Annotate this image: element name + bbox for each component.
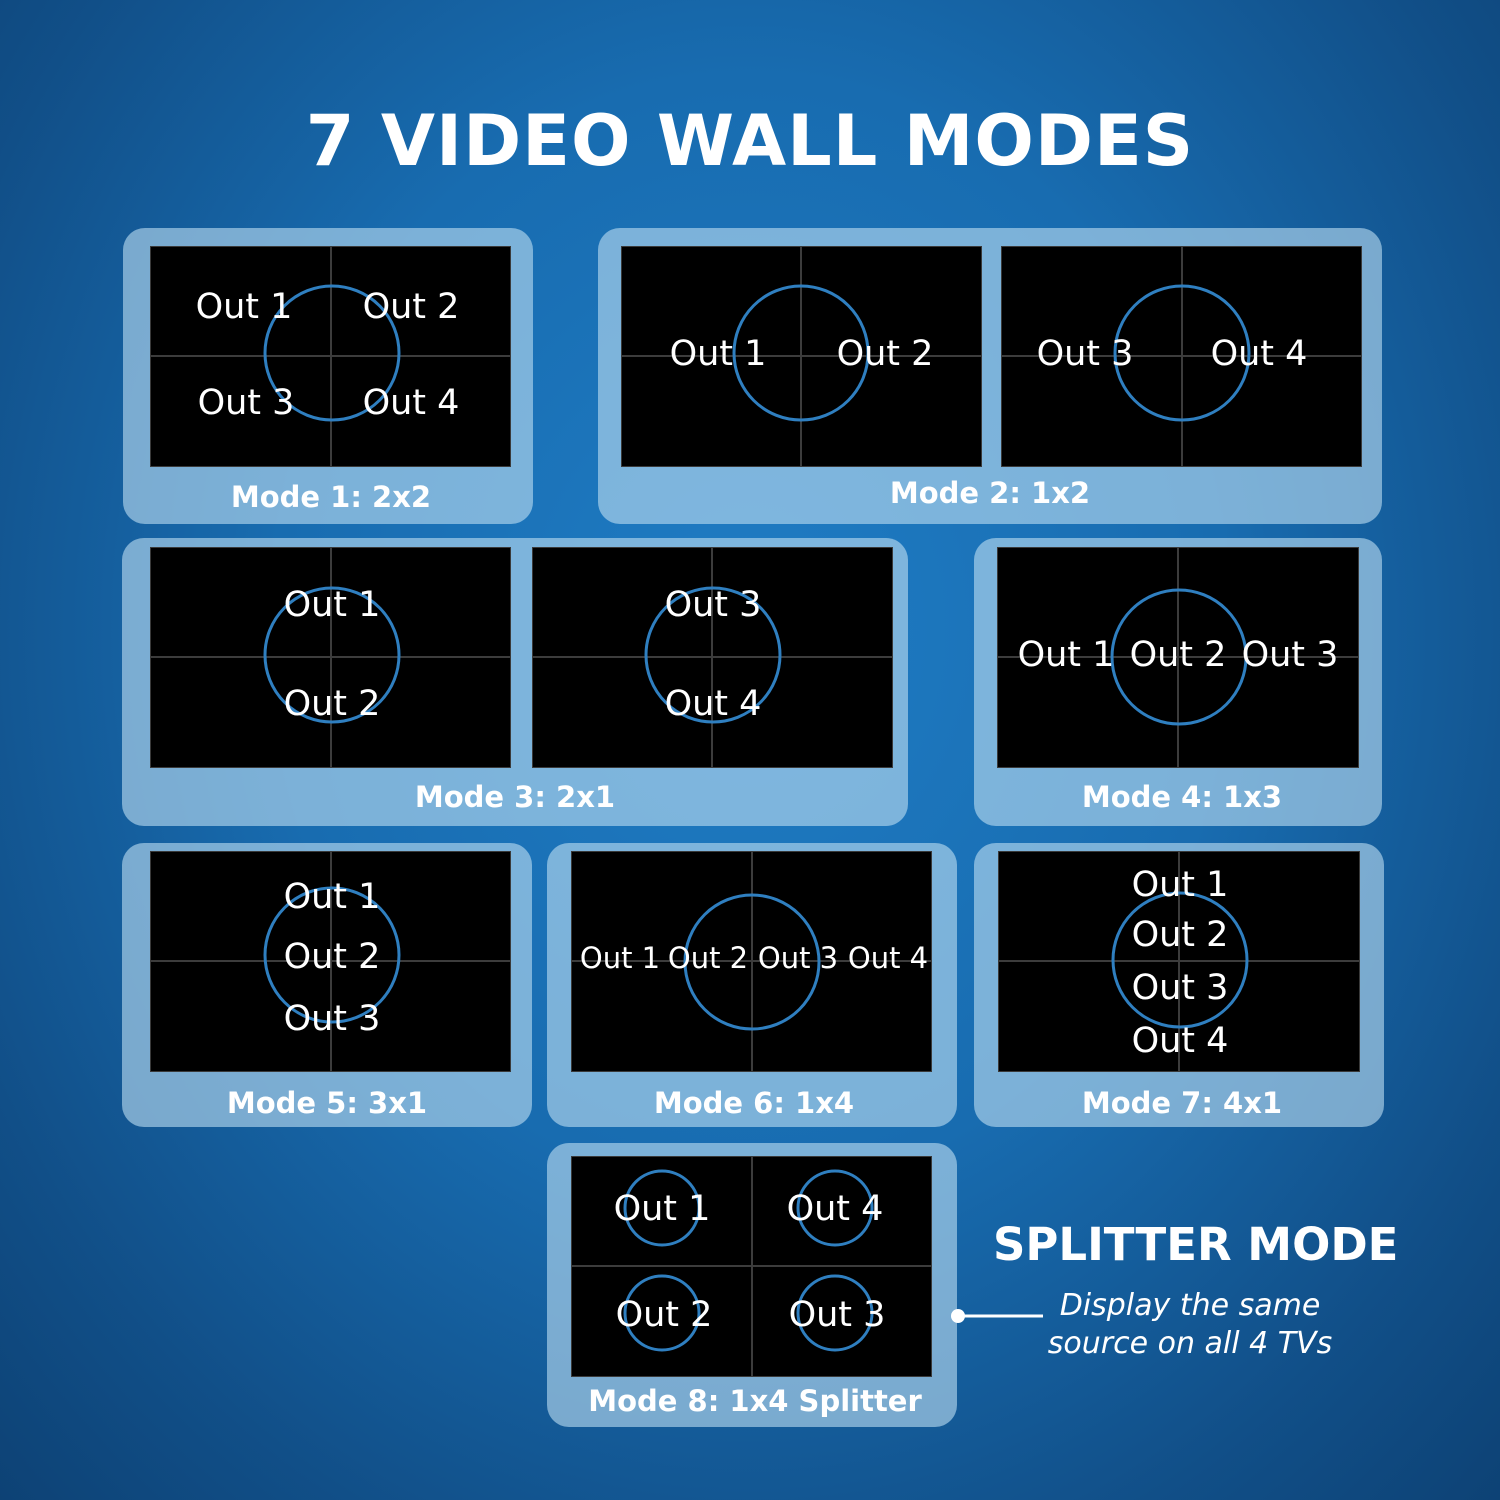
mode-2-circle-left bbox=[732, 284, 870, 422]
mode-4-out-3: Out 3 bbox=[1241, 635, 1339, 675]
mode-4-out-2: Out 2 bbox=[1129, 635, 1227, 675]
mode-4-out-1: Out 1 bbox=[1017, 635, 1115, 675]
mode-7-caption: Mode 7: 4x1 bbox=[1081, 1086, 1283, 1120]
splitter-connector bbox=[951, 1309, 1043, 1323]
mode-8-circle-2 bbox=[796, 1169, 874, 1247]
mode-5-circle bbox=[263, 886, 401, 1024]
mode-1-out-2: Out 2 bbox=[362, 287, 460, 327]
mode-3-out-1: Out 1 bbox=[283, 585, 381, 625]
mode-7-circle bbox=[1111, 891, 1249, 1029]
mode-7-out-1: Out 1 bbox=[1131, 865, 1229, 905]
mode-5-caption: Mode 5: 3x1 bbox=[226, 1086, 428, 1120]
mode-8-out-3: Out 3 bbox=[788, 1295, 886, 1335]
mode-8-out-1: Out 1 bbox=[613, 1189, 711, 1229]
mode-6-out-3: Out 3 bbox=[757, 941, 839, 975]
mode-6-out-2: Out 2 bbox=[667, 941, 749, 975]
mode-8-circle-1 bbox=[623, 1169, 701, 1247]
mode-3-out-4: Out 4 bbox=[664, 684, 762, 724]
mode-6-circle bbox=[683, 893, 821, 1031]
mode-3-circle-right bbox=[644, 586, 782, 724]
mode-8-circle-3 bbox=[623, 1274, 701, 1352]
mode-2-circle-right bbox=[1113, 284, 1251, 422]
mode-7-out-3: Out 3 bbox=[1131, 968, 1229, 1008]
mode-3-out-2: Out 2 bbox=[283, 684, 381, 724]
mode-3-circle-left bbox=[263, 586, 401, 724]
mode-2-out-1: Out 1 bbox=[669, 334, 767, 374]
mode-7-out-2: Out 2 bbox=[1131, 915, 1229, 955]
mode-2-out-2: Out 2 bbox=[836, 334, 934, 374]
mode-1-caption: Mode 1: 2x2 bbox=[230, 480, 432, 514]
mode-6-caption: Mode 6: 1x4 bbox=[653, 1086, 855, 1120]
mode-8-caption: Mode 8: 1x4 Splitter bbox=[588, 1384, 922, 1418]
splitter-mode-description: Display the same source on all 4 TVs bbox=[1047, 1288, 1333, 1361]
mode-7-out-4: Out 4 bbox=[1131, 1021, 1229, 1061]
mode-3-out-3: Out 3 bbox=[664, 585, 762, 625]
mode-8-out-4: Out 4 bbox=[786, 1189, 884, 1229]
mode-5-out-2: Out 2 bbox=[283, 937, 381, 977]
mode-2-out-3: Out 3 bbox=[1036, 334, 1134, 374]
mode-5-out-1: Out 1 bbox=[283, 877, 381, 917]
mode-1-out-1: Out 1 bbox=[195, 287, 293, 327]
mode-3-caption: Mode 3: 2x1 bbox=[414, 780, 616, 814]
mode-8-out-2: Out 2 bbox=[615, 1295, 713, 1335]
mode-6-out-4: Out 4 bbox=[847, 941, 929, 975]
splitter-mode-title: SPLITTER MODE bbox=[993, 1218, 1399, 1271]
mode-1-out-4: Out 4 bbox=[362, 383, 460, 423]
mode-4-circle bbox=[1110, 588, 1248, 726]
mode-2-out-4: Out 4 bbox=[1210, 334, 1308, 374]
mode-1-out-3: Out 3 bbox=[197, 383, 295, 423]
page-title: 7 VIDEO WALL MODES bbox=[305, 100, 1195, 182]
mode-8-circle-4 bbox=[796, 1274, 874, 1352]
mode-6-out-1: Out 1 bbox=[579, 941, 661, 975]
mode-1-circle bbox=[263, 284, 401, 422]
mode-2-caption: Mode 2: 1x2 bbox=[889, 476, 1091, 510]
mode-4-caption: Mode 4: 1x3 bbox=[1081, 780, 1283, 814]
mode-5-out-3: Out 3 bbox=[283, 999, 381, 1039]
